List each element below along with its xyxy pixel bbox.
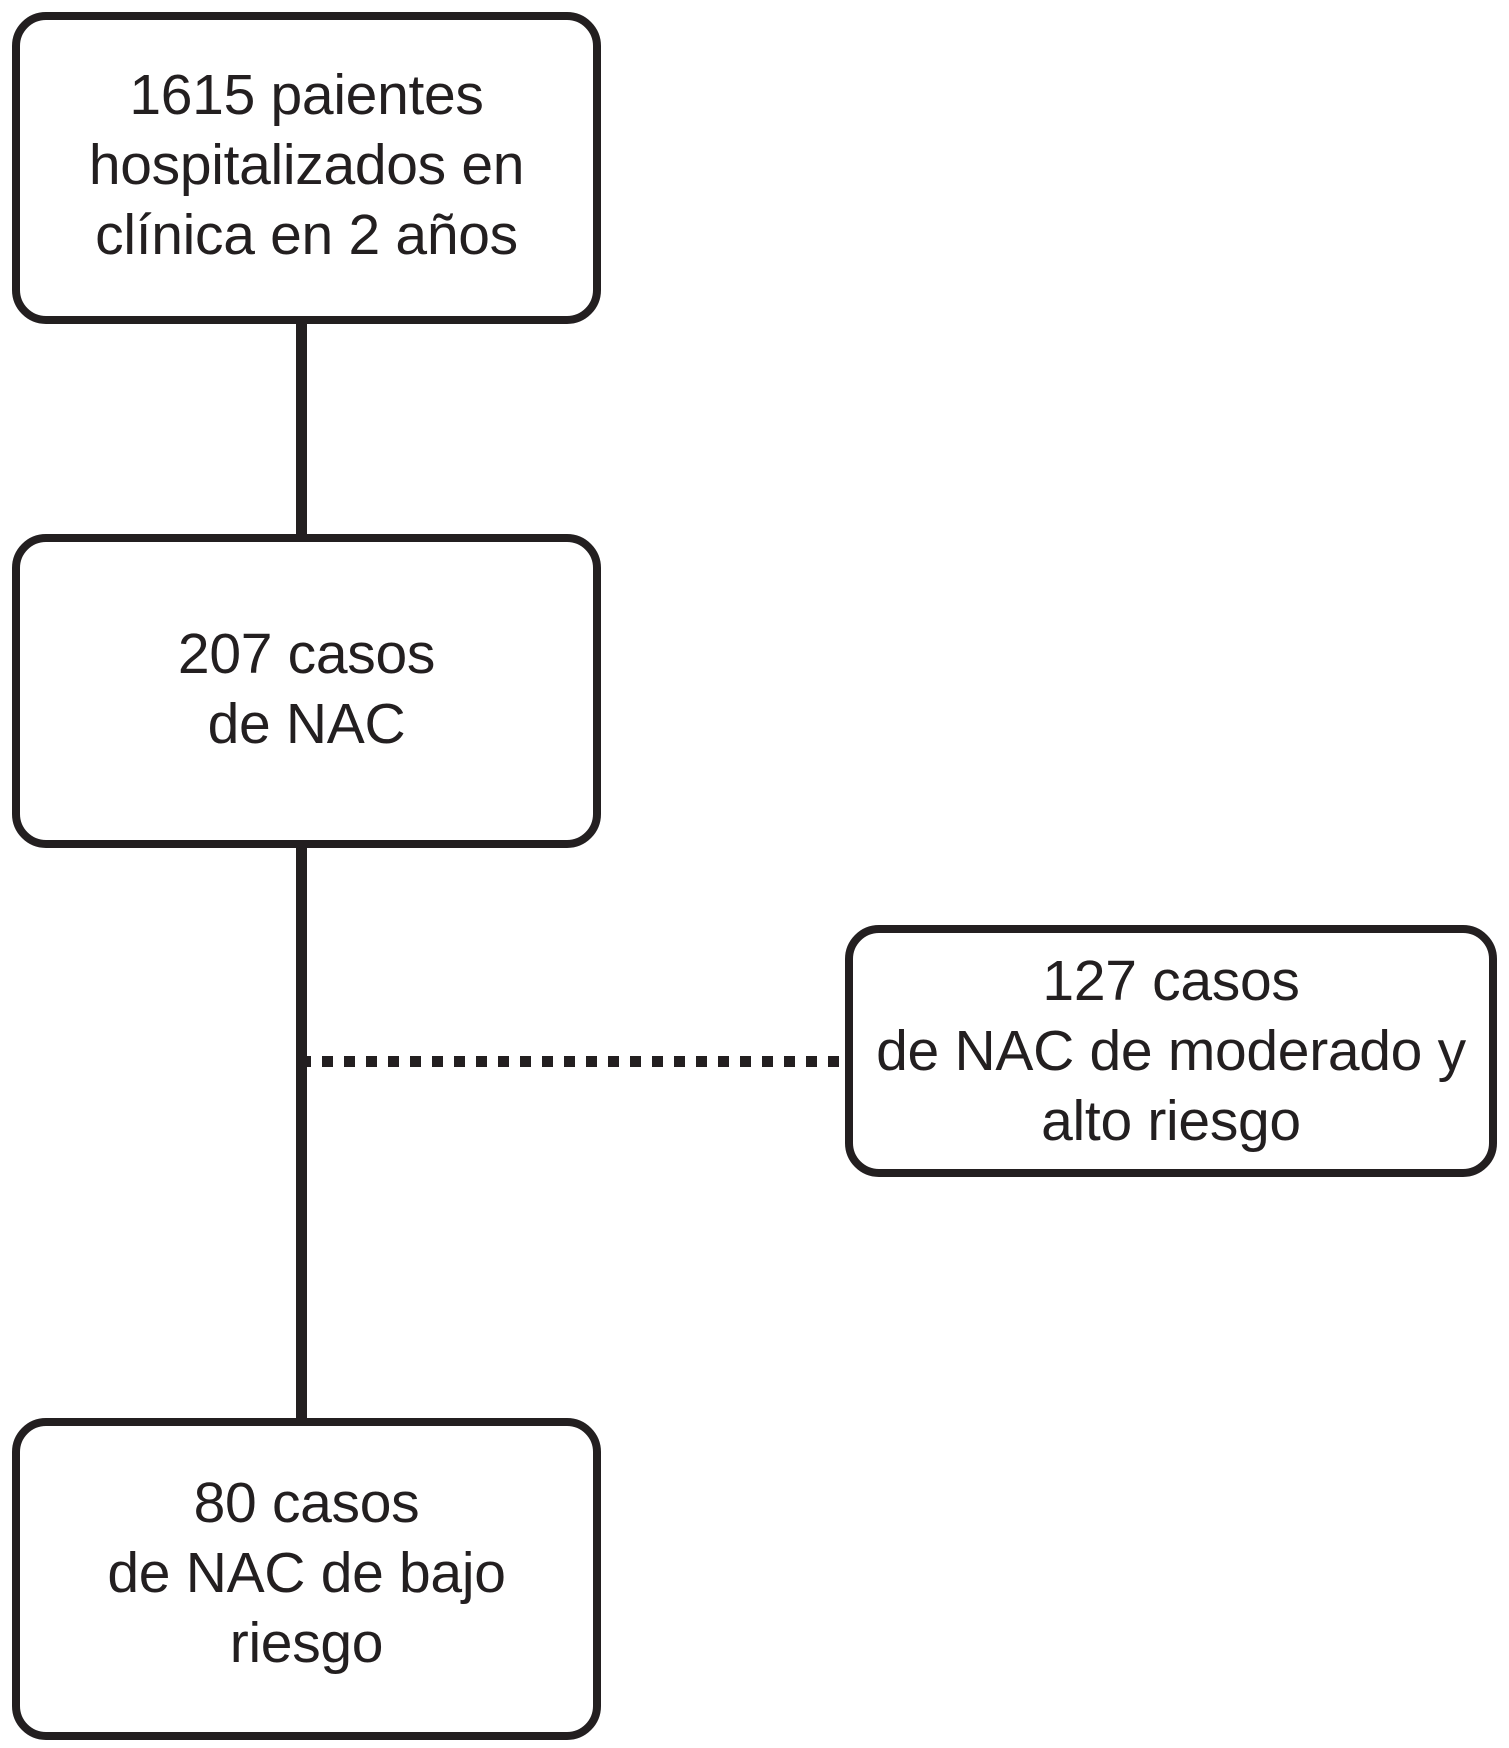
- connector-cap-cases-to-low-risk: [296, 840, 307, 1426]
- node-label-cap-cases: 207 casos de NAC: [177, 622, 436, 756]
- node-box-cohort: 1615 paientes hospitalizados en clínica …: [12, 12, 601, 324]
- connector-cohort-to-cap-cases: [296, 316, 307, 542]
- node-box-low-risk: 80 casos de NAC de bajo riesgo: [12, 1418, 601, 1740]
- node-box-cap-cases: 207 casos de NAC: [12, 534, 601, 848]
- dotted-connector-to-high-risk: [300, 1056, 850, 1067]
- node-label-cohort: 1615 paientes hospitalizados en clínica …: [88, 63, 525, 267]
- node-label-high-risk: 127 casos de NAC de moderado y alto ries…: [876, 949, 1466, 1153]
- node-label-low-risk: 80 casos de NAC de bajo riesgo: [107, 1471, 506, 1675]
- node-box-high-risk: 127 casos de NAC de moderado y alto ries…: [845, 925, 1497, 1177]
